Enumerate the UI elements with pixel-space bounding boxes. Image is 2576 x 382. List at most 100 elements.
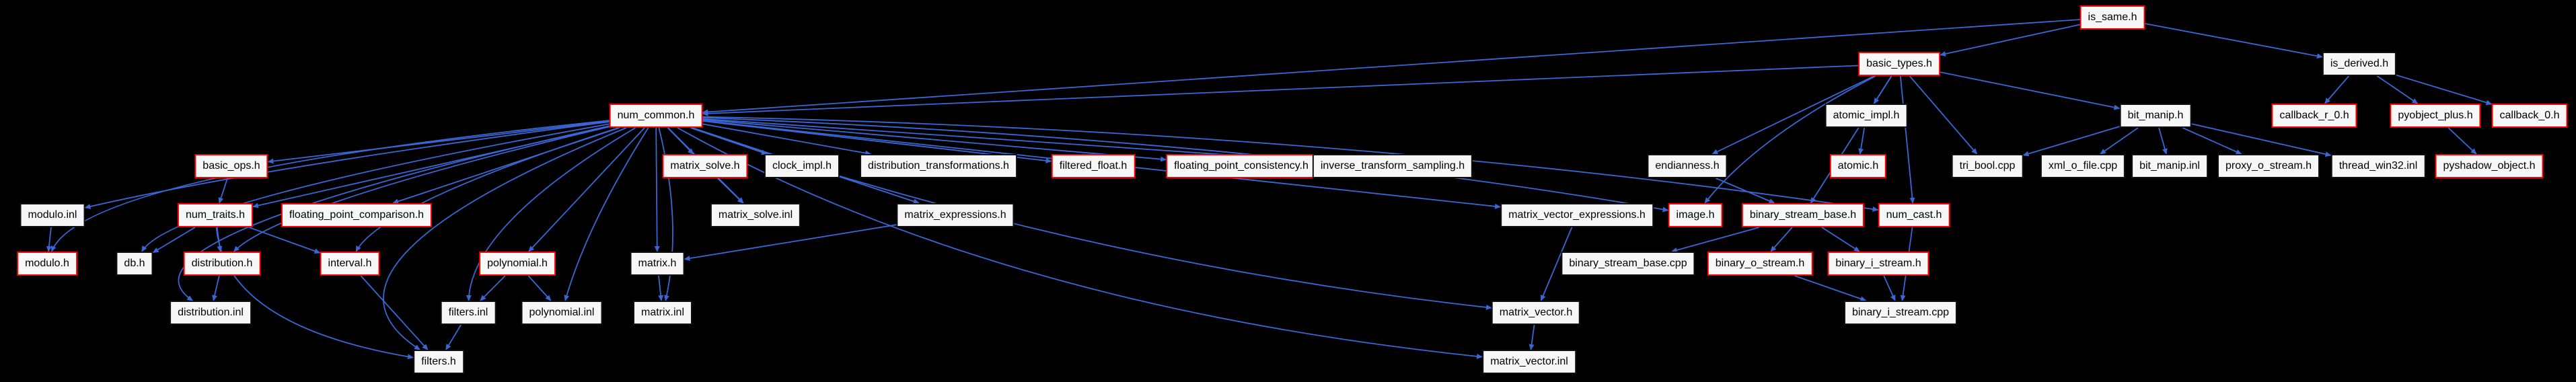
graph-node-bit_manip[interactable]: bit_manip.h <box>2119 104 2192 128</box>
graph-node-basic_ops[interactable]: basic_ops.h <box>194 154 268 178</box>
edge-num_common-to-inv_transform <box>702 118 1313 163</box>
edge-bit_manip-to-bit_manip_inl <box>2158 127 2168 155</box>
graph-node-polynomial_inl[interactable]: polynomial.inl <box>521 301 603 325</box>
graph-node-mv_expr[interactable]: matrix_vector_expressions.h <box>1500 203 1654 227</box>
edge-bsb-to-bis <box>1821 227 1860 252</box>
edge-interval-to-filters <box>360 275 429 350</box>
graph-node-bis_cpp[interactable]: binary_i_stream.cpp <box>1843 301 1958 325</box>
edge-bsb-to-bos <box>1770 227 1793 252</box>
edge-num_common-to-num_cast <box>702 116 1879 212</box>
edge-num_common-to-polynomial <box>528 127 645 252</box>
graph-node-image[interactable]: image.h <box>1668 203 1723 227</box>
edge-num_common-to-filters <box>383 127 627 350</box>
graph-node-polynomial[interactable]: polynomial.h <box>479 252 556 276</box>
edge-matrix_vector-to-matrix_vector_inl <box>1529 324 1535 350</box>
graph-node-thread_win32[interactable]: thread_win32.inl <box>2330 154 2426 178</box>
graph-node-basic_types[interactable]: basic_types.h <box>1858 52 1940 76</box>
graph-node-atomic[interactable]: atomic.h <box>1829 154 1887 178</box>
edge-num_common-to-modulo_inl <box>84 121 610 209</box>
graph-node-modulo[interactable]: modulo.h <box>17 252 77 276</box>
edge-is_derived-to-callback_r_0 <box>2324 75 2349 104</box>
edge-num_common-to-fp_consistency <box>702 119 1167 162</box>
graph-node-is_same[interactable]: is_same.h <box>2080 5 2145 30</box>
edge-atomic_impl-to-atomic <box>1858 127 1865 155</box>
graph-node-distribution[interactable]: distribution.h <box>183 252 261 276</box>
edge-basic_types-to-bsb <box>1810 75 1892 204</box>
graph-node-bos[interactable]: binary_o_stream.h <box>1707 252 1813 276</box>
graph-node-pyshadow_object[interactable]: pyshadow_object.h <box>2435 154 2544 178</box>
edge-matrix_solve-to-matrix_solve_inl <box>716 178 744 204</box>
graph-node-proxy_o_stream[interactable]: proxy_o_stream.h <box>2217 154 2320 178</box>
edge-basic_ops-to-num_traits <box>218 178 228 204</box>
graph-node-xml_o_file[interactable]: xml_o_file.cpp <box>2040 154 2126 178</box>
graph-node-num_traits[interactable]: num_traits.h <box>177 203 254 227</box>
edge-basic_types-to-bit_manip <box>1940 71 2121 110</box>
edge-basic_types-to-endianness <box>1712 75 1875 155</box>
graph-node-fp_comparison[interactable]: floating_point_comparison.h <box>281 203 433 227</box>
graph-node-bsb[interactable]: binary_stream_base.h <box>1741 203 1865 227</box>
graph-node-modulo_inl[interactable]: modulo.inl <box>20 203 85 227</box>
edge-num_common-to-basic_ops <box>267 120 610 164</box>
edge-basic_types-to-tri_bool <box>1909 75 1978 155</box>
graph-node-inv_transform[interactable]: inverse_transform_sampling.h <box>1312 154 1473 178</box>
graph-node-callback_r_0[interactable]: callback_r_0.h <box>2271 104 2357 128</box>
edge-bis-to-bis_cpp <box>1883 275 1896 301</box>
graph-node-clock_impl[interactable]: clock_impl.h <box>764 154 840 178</box>
graph-node-filtered_float[interactable]: filtered_float.h <box>1051 154 1136 178</box>
edge-mv_expr-to-matrix_vector <box>1540 227 1573 301</box>
edge-is_derived-to-pyobject_plus <box>2376 75 2419 104</box>
edge-pyobject_plus-to-pyshadow_object <box>2448 127 2477 155</box>
edge-matrix-to-matrix_inl <box>658 275 664 301</box>
graph-node-num_cast[interactable]: num_cast.h <box>1878 203 1950 227</box>
edge-bit_manip-to-proxy_o_stream <box>2182 127 2242 155</box>
graph-node-matrix_inl[interactable]: matrix.inl <box>632 301 693 325</box>
graph-node-bis[interactable]: binary_i_stream.h <box>1827 252 1929 276</box>
graph-node-tri_bool[interactable]: tri_bool.cpp <box>1951 154 2024 178</box>
edge-num_common-to-image <box>702 117 1669 213</box>
edge-matrix_expr-to-matrix <box>684 224 897 262</box>
graph-node-db[interactable]: db.h <box>116 252 153 276</box>
graph-node-fp_consistency[interactable]: floating_point_consistency.h <box>1166 154 1317 178</box>
edge-num_common-to-matrix_inl <box>658 127 673 301</box>
graph-node-filters_inl[interactable]: filters.inl <box>440 301 496 325</box>
graph-node-bit_manip_inl[interactable]: bit_manip.inl <box>2131 154 2208 178</box>
graph-node-bsb_cpp[interactable]: binary_stream_base.cpp <box>1561 252 1695 276</box>
graph-node-num_common[interactable]: num_common.h <box>609 104 703 128</box>
graph-node-distribution_inl[interactable]: distribution.inl <box>170 301 252 325</box>
graph-node-matrix[interactable]: matrix.h <box>630 252 685 276</box>
edge-bit_manip-to-thread_win32 <box>2191 123 2332 157</box>
graph-node-pyobject_plus[interactable]: pyobject_plus.h <box>2390 104 2481 128</box>
graph-node-endianness[interactable]: endianness.h <box>1647 154 1728 178</box>
edge-filters_inl-to-filters <box>445 324 462 350</box>
graph-node-matrix_vector_inl[interactable]: matrix_vector.inl <box>1482 350 1576 374</box>
graph-node-matrix_expr[interactable]: matrix_expressions.h <box>896 203 1015 227</box>
graph-node-matrix_solve[interactable]: matrix_solve.h <box>662 154 748 178</box>
edge-num_traits-to-db <box>152 227 196 254</box>
edge-polynomial-to-polynomial_inl <box>527 275 552 301</box>
graph-node-matrix_solve_inl[interactable]: matrix_solve.inl <box>710 203 801 227</box>
edge-num_common-to-db <box>141 123 610 252</box>
edge-num_common-to-filters_inl <box>466 127 636 301</box>
graph-node-atomic_impl[interactable]: atomic_impl.h <box>1825 104 1908 128</box>
edge-polynomial-to-filters_inl <box>480 275 506 301</box>
edge-basic_types-to-num_cast <box>1899 75 1915 204</box>
edge-is_same-to-basic_types <box>1940 24 2080 56</box>
edge-num_common-to-matrix <box>654 127 660 252</box>
edge-bit_manip-to-tri_bool <box>2022 126 2120 157</box>
edge-distribution-to-distribution_inl <box>212 275 220 301</box>
edge-bsb-to-bsb_cpp <box>1671 227 1760 253</box>
edge-num_common-to-distribution <box>233 126 610 252</box>
graph-node-is_derived[interactable]: is_derived.h <box>2322 52 2397 76</box>
edge-num_common-to-modulo <box>50 120 610 252</box>
edge-is_same-to-is_derived <box>2145 23 2323 59</box>
edge-num_common-to-interval <box>355 127 619 252</box>
graph-node-interval[interactable]: interval.h <box>320 252 380 276</box>
graph-node-dist_trans[interactable]: distribution_transformations.h <box>860 154 1017 178</box>
edge-modulo_inl-to-modulo <box>46 227 52 252</box>
graph-node-callback_0[interactable]: callback_0.h <box>2491 104 2568 128</box>
edge-bit_manip-to-xml_o_file <box>2100 127 2139 155</box>
graph-node-filters[interactable]: filters.h <box>413 350 464 374</box>
graph-node-matrix_vector[interactable]: matrix_vector.h <box>1491 301 1581 325</box>
